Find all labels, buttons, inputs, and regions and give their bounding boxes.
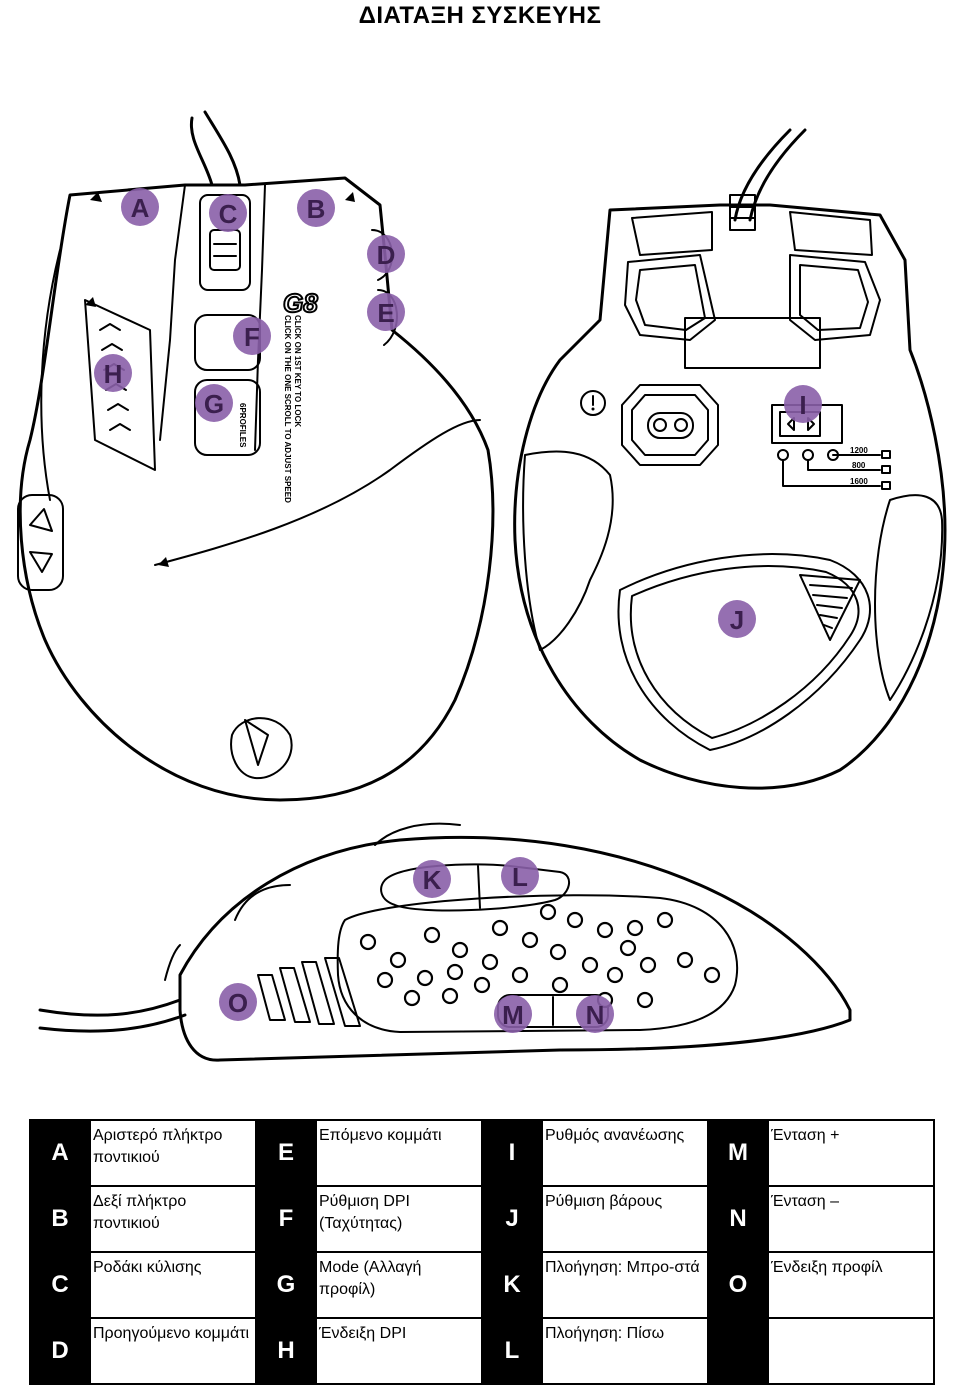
dpi-mark-3: 1600 (850, 477, 868, 486)
marker-A: A (121, 188, 159, 226)
legend-description: Πλοήγηση: Πίσω (541, 1317, 709, 1385)
legend-key: I (481, 1119, 543, 1187)
legend-key: G (255, 1251, 317, 1319)
svg-text:N: N (586, 1000, 605, 1030)
legend-key: H (255, 1317, 317, 1385)
legend-key: E (255, 1119, 317, 1187)
legend-description: Ρύθμιση DPI (Ταχύτητας) (315, 1185, 483, 1253)
page-title: ΔΙΑΤΑΞΗ ΣΥΣΚΕΥΗΣ (358, 2, 602, 29)
legend-key: D (29, 1317, 91, 1385)
svg-text:F: F (244, 322, 260, 352)
svg-text:M: M (502, 1000, 524, 1030)
legend-key: J (481, 1185, 543, 1253)
svg-text:H: H (104, 359, 123, 389)
profiles-text: 6PROFILES (238, 403, 247, 448)
marker-L: L (501, 857, 539, 895)
side-text-1: CLICK ON THE ONE SCROLL TO ADJUST SPEED (283, 315, 292, 503)
model-logo-text: G8 (283, 288, 318, 318)
legend-key: B (29, 1185, 91, 1253)
marker-N: N (576, 995, 614, 1033)
side-text-2: CLICK ON 1ST KEY TO LOCK (293, 315, 302, 427)
svg-text:C: C (219, 199, 238, 229)
legend-description: Ροδάκι κύλισης (89, 1251, 257, 1319)
svg-text:E: E (377, 298, 394, 328)
marker-O: O (219, 983, 257, 1021)
warning-icon (580, 390, 606, 416)
legend-description: Ένδειξη DPI (315, 1317, 483, 1385)
legend-description: Ένταση + (767, 1119, 935, 1187)
marker-J: J (718, 600, 756, 638)
legend-key: O (707, 1251, 769, 1319)
marker-E: E (367, 293, 405, 331)
legend-description: Ένταση – (767, 1185, 935, 1253)
svg-text:A: A (131, 193, 150, 223)
marker-K: K (413, 860, 451, 898)
svg-text:O: O (228, 988, 248, 1018)
mouse-top-view: G8 6PROFILES CLICK ON THE ONE SCROLL TO … (17, 110, 495, 802)
legend-description: Προηγούμενο κομμάτι (89, 1317, 257, 1385)
marker-M: M (494, 995, 532, 1033)
legend-key: K (481, 1251, 543, 1319)
legend-key: N (707, 1185, 769, 1253)
marker-F: F (233, 317, 271, 355)
svg-text:L: L (512, 862, 528, 892)
marker-I: I (784, 385, 822, 423)
legend-description: Ρυθμός ανανέωσης (541, 1119, 709, 1187)
marker-G: G (195, 384, 233, 422)
legend-key: A (29, 1119, 91, 1187)
legend-description: Ρύθμιση βάρους (541, 1185, 709, 1253)
legend-key (707, 1317, 769, 1385)
marker-B: B (297, 189, 335, 227)
legend-key: C (29, 1251, 91, 1319)
svg-text:G: G (204, 389, 224, 419)
marker-D: D (367, 235, 405, 273)
legend-description: Αριστερό πλήκτρο ποντικιού (89, 1119, 257, 1187)
svg-text:D: D (377, 240, 396, 270)
mouse-diagram: G8 6PROFILES CLICK ON THE ONE SCROLL TO … (17, 110, 947, 1062)
legend-key: L (481, 1317, 543, 1385)
marker-C: C (209, 194, 247, 232)
svg-text:B: B (307, 194, 326, 224)
legend-description: Πλοήγηση: Μπρο-στά (541, 1251, 709, 1319)
label-markers: A C B D E F H G I J K L O M N (94, 188, 822, 1033)
mouse-bottom-view: 1200 800 1600 (513, 128, 947, 790)
marker-H: H (94, 354, 132, 392)
legend-description: Δεξί πλήκτρο ποντικιού (89, 1185, 257, 1253)
dpi-mark-2: 800 (852, 461, 866, 470)
legend-description: Ένδειξη προφίλ (767, 1251, 935, 1319)
svg-text:J: J (730, 605, 744, 635)
legend-description: Mode (Αλλαγή προφίλ) (315, 1251, 483, 1319)
svg-text:K: K (423, 865, 442, 895)
mouse-side-view (38, 822, 852, 1062)
legend-key: F (255, 1185, 317, 1253)
legend-description (767, 1317, 935, 1385)
dpi-mark-1: 1200 (850, 446, 868, 455)
svg-text:I: I (799, 390, 806, 420)
legend-description: Επόμενο κομμάτι (315, 1119, 483, 1187)
legend-key: M (707, 1119, 769, 1187)
